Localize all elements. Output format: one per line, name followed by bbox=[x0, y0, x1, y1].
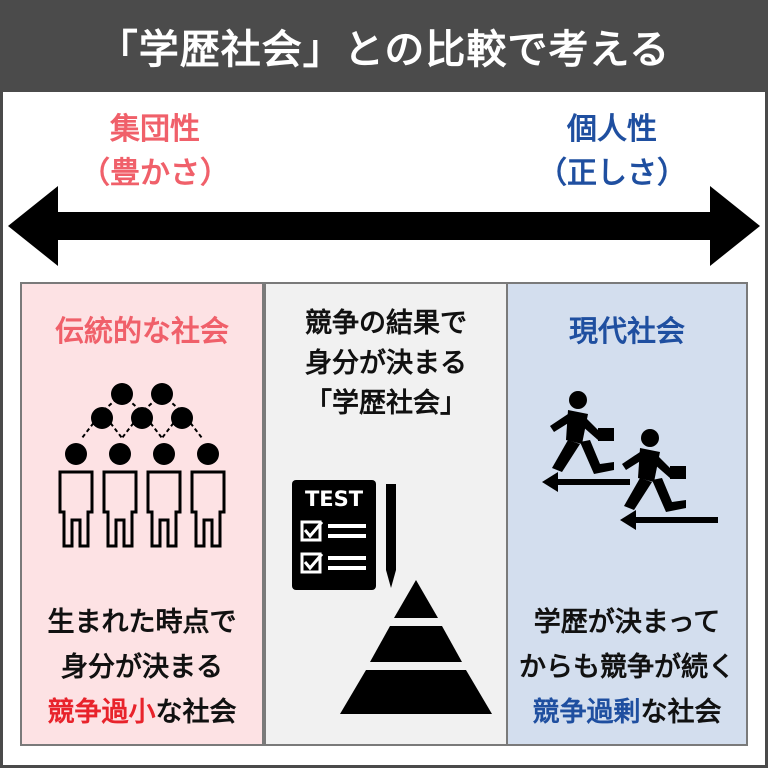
panel-middle-line1: 競争の結果で bbox=[305, 308, 467, 339]
panel-left-caption-rest: な社会 bbox=[155, 697, 237, 728]
panel-right-caption-line2: からも競争が続く bbox=[519, 652, 735, 683]
panel-modern-society: 現代社会 学歴が決まって からも競争が続く 競争過剰な社会 bbox=[506, 282, 748, 746]
test-paper-icon: TEST bbox=[292, 480, 376, 590]
axis-left-line1: 集団性 bbox=[110, 112, 200, 147]
double-arrow-icon bbox=[8, 186, 760, 266]
panel-right-caption-line3: 競争過剰な社会 bbox=[508, 690, 746, 735]
page-title: 「学歴社会」との比較で考える bbox=[97, 27, 671, 73]
panel-middle-line2: 身分が決まる bbox=[305, 348, 467, 379]
axis-label-right: 個人性 （正しさ） bbox=[512, 108, 712, 196]
axis-right-line1: 個人性 bbox=[567, 112, 657, 147]
pencil-icon bbox=[386, 484, 396, 588]
hierarchy-people-icon bbox=[58, 383, 226, 548]
pyramid-icon bbox=[340, 580, 492, 714]
panel-middle-text: 競争の結果で 身分が決まる 「学歴社会」 bbox=[266, 304, 506, 424]
axis-left-line2: （豊かさ） bbox=[80, 156, 230, 191]
undercompetition-highlight: 競争過小 bbox=[47, 697, 156, 728]
header-bar: 「学歴社会」との比較で考える bbox=[0, 0, 768, 92]
panel-left-caption-line2: 身分が決まる bbox=[61, 652, 223, 683]
panel-right-title: 現代社会 bbox=[568, 314, 685, 348]
running-businessmen-icon bbox=[542, 391, 718, 530]
panel-right-caption-rest: な社会 bbox=[640, 697, 722, 728]
panel-middle-line3: 「学歴社会」 bbox=[305, 388, 467, 419]
overcompetition-highlight: 競争過剰 bbox=[532, 697, 641, 728]
panel-right-caption: 学歴が決まって からも競争が続く 競争過剰な社会 bbox=[508, 600, 746, 735]
panel-left-caption-line1: 生まれた時点で bbox=[47, 607, 237, 638]
axis-label-left: 集団性 （豊かさ） bbox=[55, 108, 255, 196]
panel-left-caption-line3: 競争過小な社会 bbox=[22, 690, 262, 735]
panel-right-caption-line1: 学歴が決まって bbox=[533, 607, 721, 638]
panel-left-caption: 生まれた時点で 身分が決まる 競争過小な社会 bbox=[22, 600, 262, 735]
panel-left-title: 伝統的な社会 bbox=[54, 314, 229, 348]
panel-traditional-society: 伝統的な社会 bbox=[20, 282, 264, 746]
panel-education-society: 競争の結果で 身分が決まる 「学歴社会」 TEST bbox=[264, 282, 508, 746]
axis-right-line2: （正しさ） bbox=[537, 156, 687, 191]
test-label: TEST bbox=[305, 487, 364, 511]
